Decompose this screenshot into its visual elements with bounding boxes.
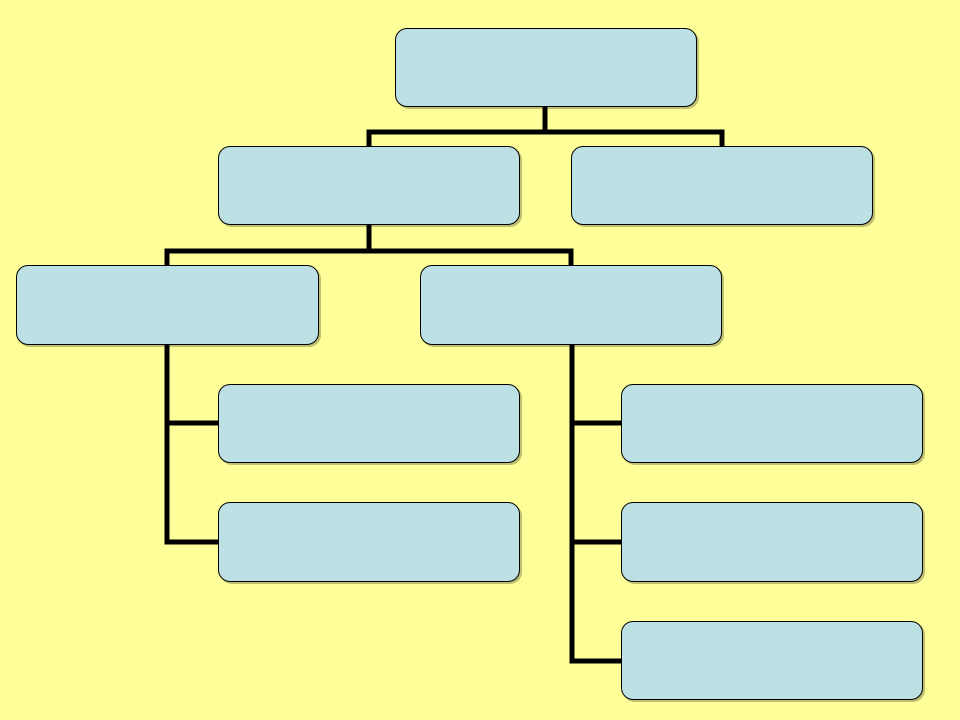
connector-group <box>164 104 725 664</box>
connector-root-to-level1 <box>366 104 725 148</box>
node-root <box>395 28 697 107</box>
node-level2-right <box>420 265 722 345</box>
node-level3-left-1 <box>218 384 520 463</box>
node-level1-left <box>218 146 520 225</box>
connector-level2left-to-children <box>164 342 220 545</box>
node-level3-right-1 <box>621 384 923 463</box>
node-level3-right-2 <box>621 502 923 582</box>
connector-level2right-to-children <box>569 342 623 664</box>
node-level2-left <box>16 265 319 345</box>
connector-level1-to-level2 <box>164 222 574 267</box>
node-level1-right <box>571 146 873 225</box>
node-level3-right-3 <box>621 621 923 700</box>
node-level3-left-2 <box>218 502 520 582</box>
